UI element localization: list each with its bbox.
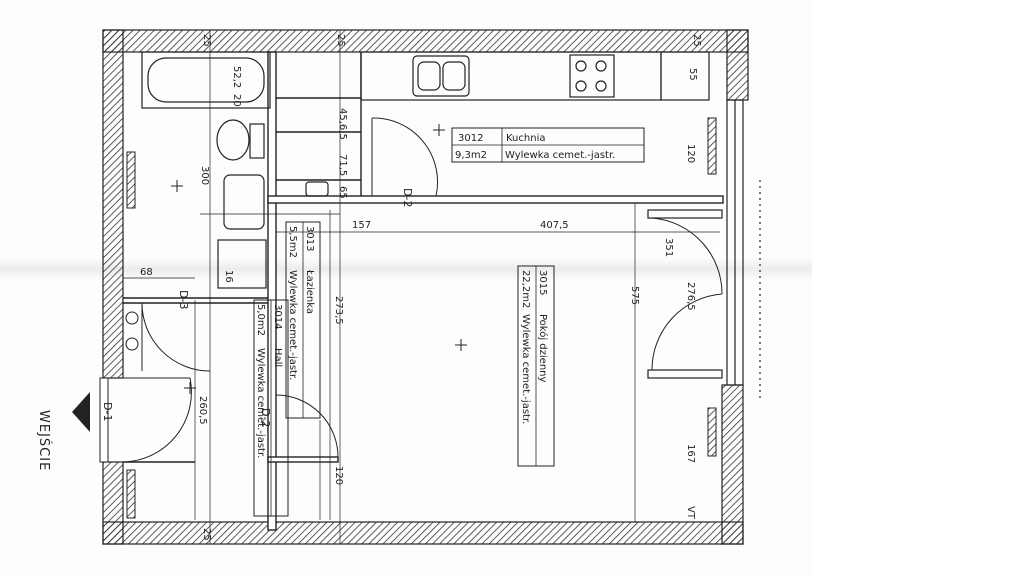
dim-55: 55 bbox=[687, 68, 698, 81]
entrance-label: WEJŚCIE bbox=[36, 410, 52, 471]
dim-25-d: 25 bbox=[201, 528, 212, 541]
entrance-opening bbox=[99, 377, 109, 463]
hall-finish: Wylewka cemet.-jastr. bbox=[255, 348, 266, 458]
dim-16: 16 bbox=[223, 270, 234, 283]
kitchen-counter bbox=[360, 51, 710, 101]
kuchnia-finish: Wylewka cemet.-jastr. bbox=[505, 150, 615, 161]
hall-area: 5,0m2 bbox=[255, 304, 266, 336]
pokoj-finish: Wylewka cemet.-jastr. bbox=[520, 314, 531, 424]
dim-25-b: 25 bbox=[335, 34, 346, 47]
dim-2765: 276,5 bbox=[685, 282, 696, 311]
bathroom-fixtures bbox=[141, 51, 329, 289]
dim-52: 52,2 bbox=[231, 66, 242, 88]
dimension-labels: 25 25 25 25 52,2 20 45,6,5 71,5 65 300 1… bbox=[140, 34, 702, 541]
dim-120-a: 120 bbox=[333, 466, 344, 485]
dimension-lines bbox=[123, 210, 720, 520]
lazienka-area: 5,5m2 bbox=[287, 226, 298, 258]
lazienka-name: Łazienka bbox=[304, 269, 315, 314]
dim-120-b: 120 bbox=[685, 144, 696, 163]
floor-plan: 3012 Kuchnia 9,3m2 Wylewka cemet.-jastr.… bbox=[36, 29, 761, 545]
pokoj-area: 22,2m2 bbox=[520, 270, 531, 308]
room-label-kuchnia: 3012 Kuchnia 9,3m2 Wylewka cemet.-jastr. bbox=[451, 127, 645, 163]
room-label-hall: 3014 Hall 5,0m2 Wylewka cemet.-jastr. bbox=[253, 299, 289, 517]
dim-157: 157 bbox=[352, 220, 371, 231]
windows bbox=[647, 99, 761, 400]
dim-20: 20 bbox=[231, 94, 242, 107]
dim-575: 575 bbox=[629, 286, 640, 305]
scan-artifact bbox=[0, 258, 812, 280]
pokoj-number: 3015 bbox=[537, 270, 548, 295]
dim-65: 65 bbox=[337, 186, 348, 199]
lazienka-finish: Wylewka cemet.-jastr. bbox=[287, 270, 298, 380]
dim-2735: 273,5 bbox=[333, 296, 344, 325]
dim-vt: VT bbox=[685, 506, 696, 520]
room-markers bbox=[171, 124, 467, 394]
lazienka-number: 3013 bbox=[304, 226, 315, 251]
entrance-arrow-icon bbox=[72, 392, 90, 432]
interior-walls bbox=[123, 30, 724, 544]
pokoj-name: Pokój dzienny bbox=[537, 314, 549, 383]
dim-167: 167 bbox=[685, 444, 696, 463]
door-label-bathroom: D-2 bbox=[259, 408, 272, 427]
kuchnia-number: 3012 bbox=[458, 133, 483, 144]
outer-walls bbox=[102, 29, 749, 545]
room-label-pokoj: 3015 Pokój dzienny 22,2m2 Wylewka cemet.… bbox=[517, 265, 555, 467]
kuchnia-area: 9,3m2 bbox=[455, 150, 487, 161]
dim-4075: 407,5 bbox=[540, 220, 569, 231]
dim-456: 45,6,5 bbox=[337, 108, 348, 140]
hall-number: 3014 bbox=[272, 304, 283, 329]
radiators bbox=[126, 117, 717, 519]
dim-351: 351 bbox=[663, 238, 674, 257]
door-label-entrance: D-1 bbox=[101, 402, 114, 421]
dim-25-c: 25 bbox=[691, 34, 702, 47]
dim-300: 300 bbox=[199, 166, 210, 185]
dim-715: 71,5 bbox=[337, 154, 348, 176]
door-label-kitchen: D-2 bbox=[401, 188, 414, 207]
door-label-hall: D-3 bbox=[177, 290, 190, 309]
room-label-lazienka: 3013 Łazienka 5,5m2 Wylewka cemet.-jastr… bbox=[285, 221, 321, 419]
hall-meters bbox=[125, 311, 139, 351]
dim-25-a: 25 bbox=[201, 34, 212, 47]
dim-68: 68 bbox=[140, 267, 153, 278]
kuchnia-name: Kuchnia bbox=[506, 133, 545, 144]
dim-2605: 260,5 bbox=[197, 396, 208, 425]
hall-name: Hall bbox=[272, 348, 283, 367]
